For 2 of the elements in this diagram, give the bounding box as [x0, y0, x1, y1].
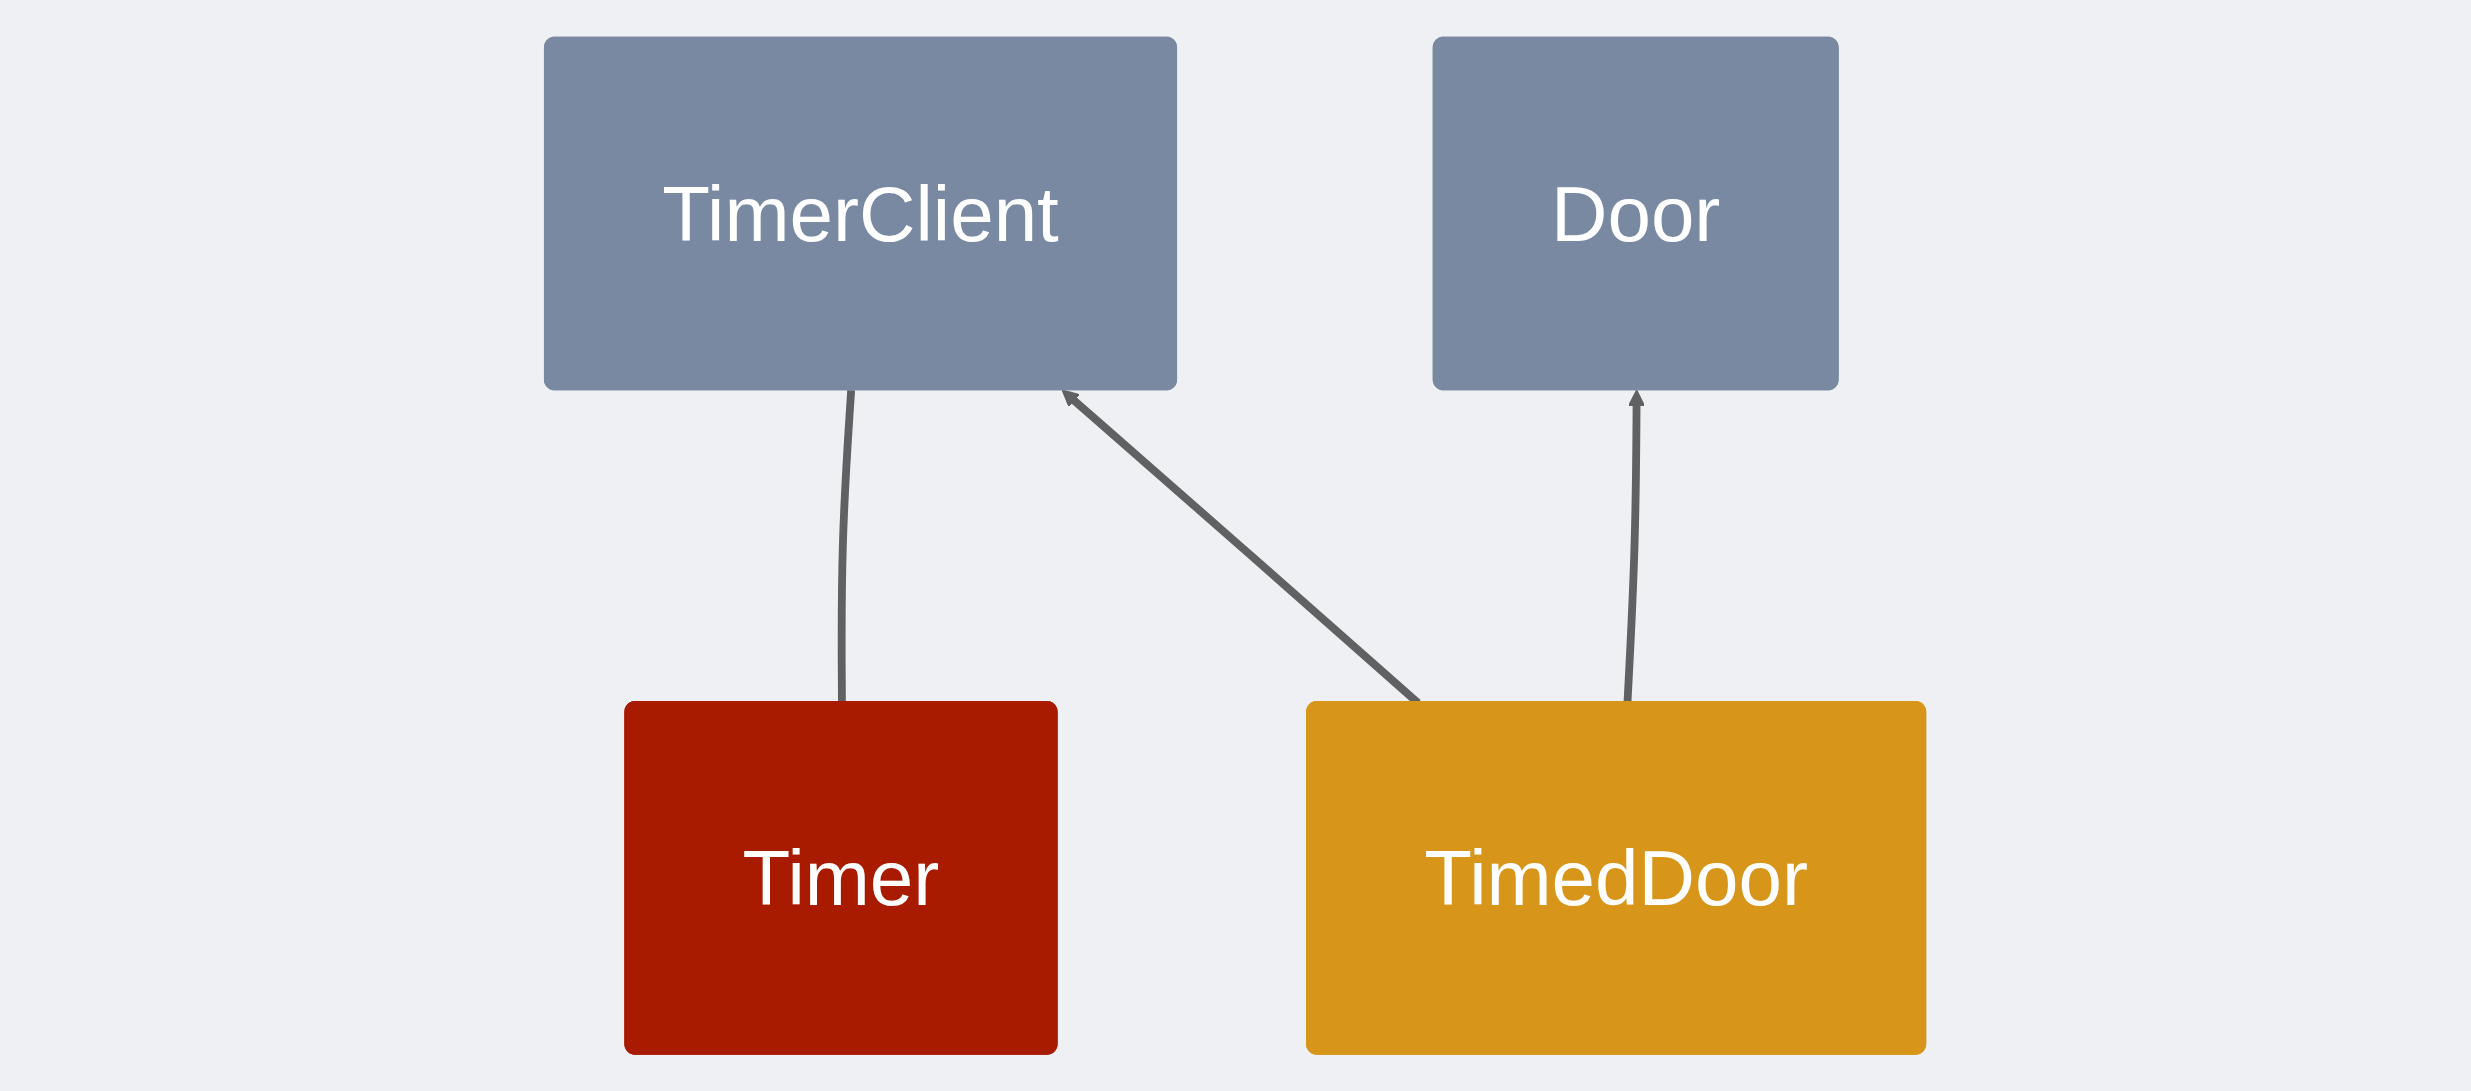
- connector: [838, 389, 856, 703]
- arrow: [1623, 389, 1646, 703]
